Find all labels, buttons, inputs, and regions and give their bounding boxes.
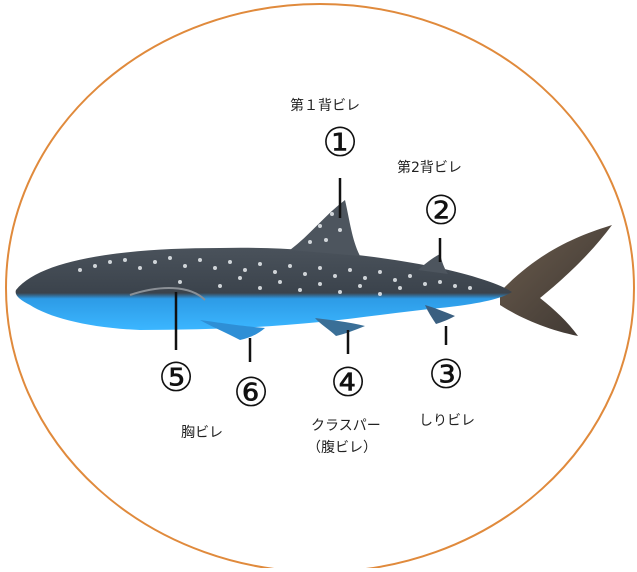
label-anal-fin: しりビレ: [419, 413, 475, 429]
marker-6: ⑥: [233, 370, 269, 416]
caudal-fin: [500, 225, 612, 336]
anal-fin-shape: [425, 305, 455, 324]
marker-5: ⑤: [158, 355, 194, 401]
body-spots: [78, 212, 472, 296]
label-pectoral-fin: 胸ビレ: [181, 425, 223, 441]
label-pelvic-fin: （腹ビレ）: [307, 440, 377, 456]
first-dorsal-fin: [290, 200, 360, 256]
marker-4: ④: [330, 360, 366, 406]
pelvic-fin-shape: [315, 318, 365, 336]
label-clasper: クラスパー: [311, 418, 381, 434]
gill-line: [129, 287, 206, 301]
marker-2: ②: [423, 188, 459, 234]
label-first-dorsal-fin: 第１背ビレ: [290, 98, 360, 114]
outline-ring: [5, 3, 635, 572]
marker-1: ①: [322, 120, 358, 166]
marker-3: ③: [428, 352, 464, 398]
pectoral-fin-shape: [200, 320, 265, 340]
label-second-dorsal-fin: 第2背ビレ: [397, 160, 462, 176]
